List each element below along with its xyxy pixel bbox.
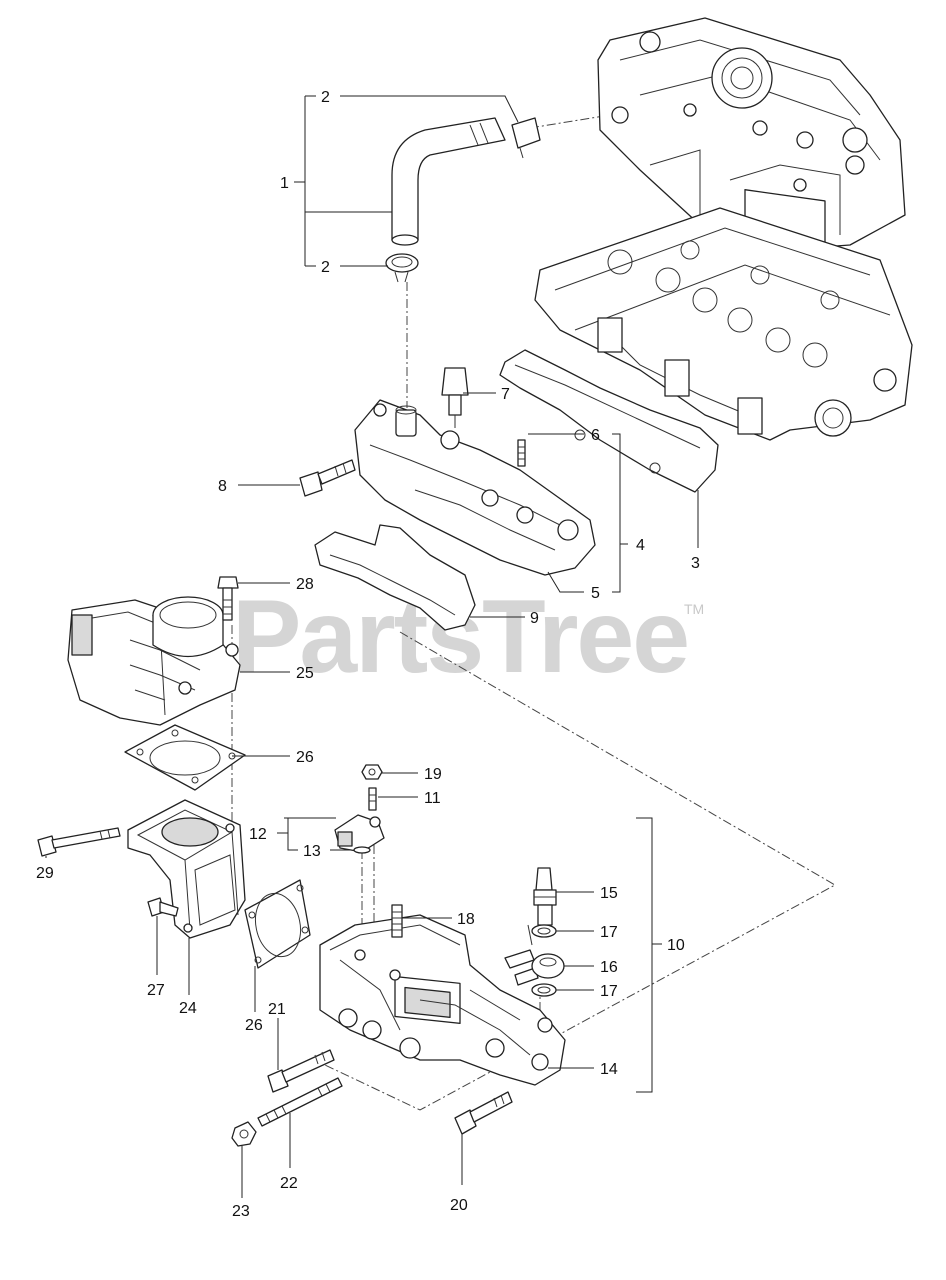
callout-21: 21 xyxy=(268,1001,286,1018)
callout-15: 15 xyxy=(600,885,618,902)
callout-28: 28 xyxy=(296,576,314,593)
washer-17-lower xyxy=(531,983,557,997)
o-ring-13 xyxy=(353,846,371,854)
throttle-body xyxy=(67,596,241,726)
callout-24: 24 xyxy=(179,1000,197,1017)
callout-16: 16 xyxy=(600,959,618,976)
nut-23 xyxy=(231,1121,257,1147)
map-sensor xyxy=(334,814,385,853)
callout-23: 23 xyxy=(232,1203,250,1220)
callout-5: 5 xyxy=(591,585,600,602)
callout-27: 27 xyxy=(147,982,165,999)
callout-29: 29 xyxy=(36,865,54,882)
callout-7: 7 xyxy=(501,386,510,403)
callout-3: 3 xyxy=(691,555,700,572)
callout-12: 12 xyxy=(249,826,267,843)
bolt-27 xyxy=(147,897,179,917)
throttle-gasket-lower xyxy=(244,879,311,969)
washer-17-upper xyxy=(531,924,557,938)
callout-17-lower: 17 xyxy=(600,983,618,1000)
bolt-8 xyxy=(299,459,356,497)
manifold-gasket xyxy=(499,349,719,493)
bolt-28 xyxy=(217,576,239,621)
intake-manifold xyxy=(354,399,596,576)
manifold-gasket-9 xyxy=(314,524,476,631)
callout-4: 4 xyxy=(636,537,645,554)
callout-2-top: 2 xyxy=(321,89,330,106)
leader-lines xyxy=(45,95,699,1198)
banjo-fitting-16 xyxy=(504,924,565,986)
callout-17-upper: 17 xyxy=(600,924,618,941)
bolt-21 xyxy=(267,1049,335,1093)
callout-13: 13 xyxy=(303,843,321,860)
temperature-sensor xyxy=(441,367,469,428)
egr-housing xyxy=(319,914,566,1086)
callout-25: 25 xyxy=(296,665,314,682)
intake-elbow xyxy=(127,799,246,939)
valve-cover xyxy=(597,17,906,252)
watermark-tm: TM xyxy=(684,601,704,617)
callout-11: 11 xyxy=(424,790,441,807)
hose-clamp-bottom xyxy=(385,253,419,283)
callout-1: 1 xyxy=(280,175,289,192)
callout-9: 9 xyxy=(530,610,539,627)
hose-fitting-15 xyxy=(533,867,557,926)
callout-2-bottom: 2 xyxy=(321,259,330,276)
breather-hose xyxy=(391,117,506,246)
callout-labels: 1 2 2 3 4 5 6 7 8 9 10 11 12 13 14 15 16… xyxy=(36,89,700,1220)
bolt-22 xyxy=(257,1077,343,1127)
callout-19: 19 xyxy=(424,766,442,783)
callout-26-upper: 26 xyxy=(296,749,314,766)
callout-26-lower: 26 xyxy=(245,1017,263,1034)
bolt-20 xyxy=(454,1091,513,1135)
callout-18: 18 xyxy=(457,911,475,928)
stud-6 xyxy=(517,439,526,467)
hose-clamp-top xyxy=(511,117,541,159)
bolt-29 xyxy=(37,827,121,857)
stud-11 xyxy=(368,787,377,811)
callout-8: 8 xyxy=(218,478,227,495)
callout-20: 20 xyxy=(450,1197,468,1214)
callout-10: 10 xyxy=(667,937,685,954)
callout-22: 22 xyxy=(280,1175,298,1192)
throttle-gasket-upper xyxy=(124,724,246,791)
cylinder-head xyxy=(534,207,913,441)
callout-6: 6 xyxy=(591,427,600,444)
stud-18 xyxy=(391,904,403,938)
nut-19 xyxy=(361,764,383,780)
callout-14: 14 xyxy=(600,1061,618,1078)
